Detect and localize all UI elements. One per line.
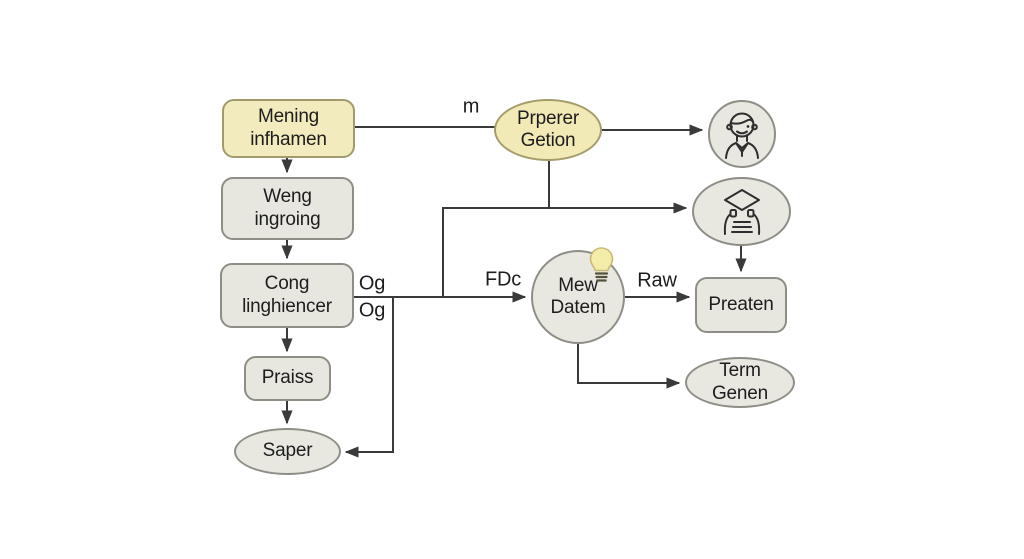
node-mening-infhamen: Mening infhamen	[222, 99, 355, 158]
lightbulb-icon	[589, 247, 614, 282]
graduate-icon	[723, 188, 760, 235]
node-label: Mening infhamen	[250, 106, 327, 150]
edge-mew-term	[577, 344, 681, 389]
node-cong-linghiencer: Cong linghiencer	[220, 263, 354, 328]
edge-label-raw: Raw	[637, 269, 677, 292]
node-label: Cong linghiencer	[242, 273, 332, 317]
node-label: Prperer Getion	[517, 107, 579, 151]
node-preaten: Preaten	[695, 277, 787, 333]
edge-label-m: m	[462, 95, 480, 118]
node-saper: Saper	[234, 428, 341, 475]
node-person	[708, 100, 776, 168]
node-label: Mew Datem	[550, 274, 606, 318]
node-praiss: Praiss	[244, 356, 331, 401]
person-icon	[725, 112, 759, 159]
node-label: Term Genen	[711, 360, 769, 404]
edge-cong-saper	[344, 297, 394, 458]
node-term-genen: Term Genen	[685, 357, 795, 408]
node-label: Praiss	[261, 367, 314, 389]
edge-cong-graduate	[442, 202, 688, 297]
node-weng-ingroing: Weng ingroing	[221, 177, 354, 240]
node-graduate	[692, 177, 791, 246]
edge-label-og-bottom: Og	[358, 299, 386, 322]
edge-label-og-top: Og	[358, 272, 386, 295]
edge-label-fdc: FDc	[484, 268, 522, 291]
node-label: Preaten	[708, 293, 774, 315]
node-label: Saper	[262, 440, 313, 462]
node-prperer-getion: Prperer Getion	[494, 99, 602, 161]
node-label: Weng ingroing	[254, 186, 321, 230]
